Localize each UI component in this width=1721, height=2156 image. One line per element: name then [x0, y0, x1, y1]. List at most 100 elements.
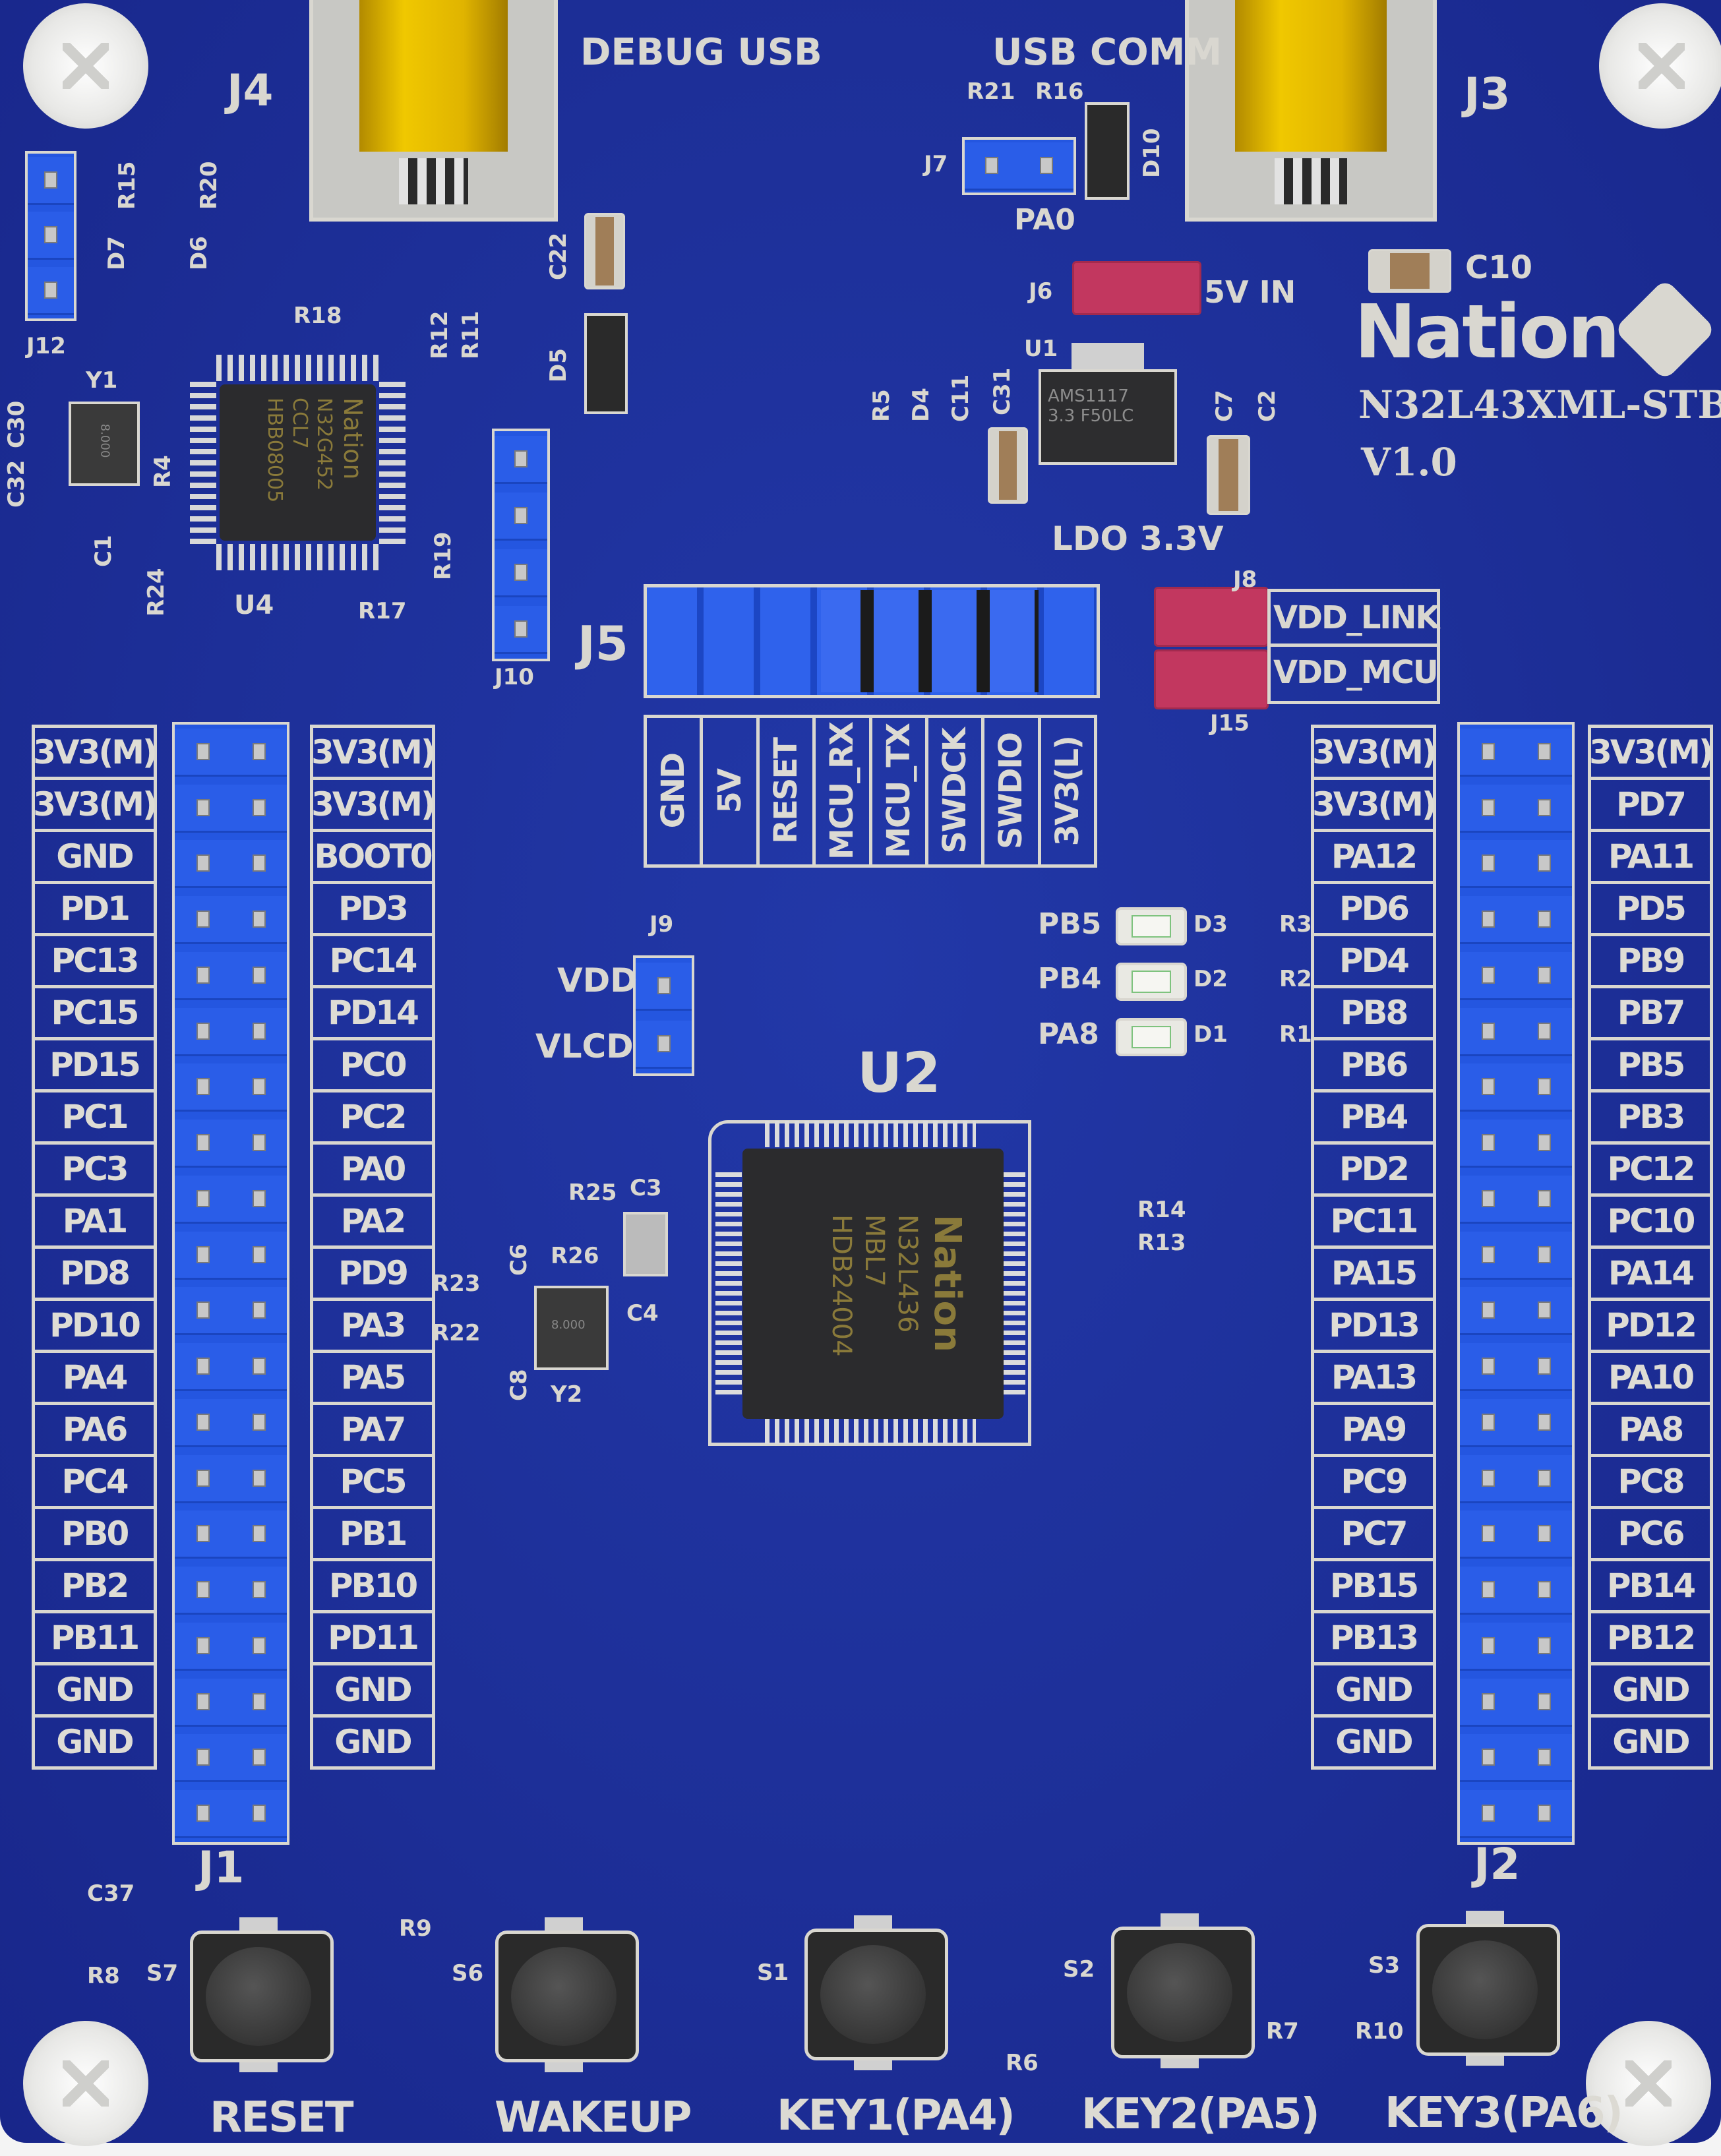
ref-R18: R18	[293, 303, 342, 329]
debug-usb-label: DEBUG USB	[580, 31, 822, 74]
pin-label: GND	[1612, 1723, 1690, 1761]
usb-comm-connector-j3[interactable]	[1185, 0, 1437, 222]
pin-label: PB9	[1591, 936, 1710, 988]
ref-R25: R25	[568, 1180, 617, 1206]
led-d3	[1116, 907, 1187, 945]
header-pin-row	[175, 1343, 287, 1392]
j15-vdd-mcu-jumper[interactable]	[1154, 649, 1269, 709]
key3-button[interactable]	[1416, 1904, 1560, 2069]
header-pin	[1481, 1134, 1495, 1152]
header-pin	[1481, 1022, 1495, 1040]
pin-label: PB6	[1314, 1040, 1433, 1093]
header-pin	[1481, 798, 1495, 816]
pin-label: PC12	[1591, 1145, 1710, 1197]
pin-label: PD2	[1314, 1145, 1433, 1197]
header-pin	[196, 1302, 210, 1319]
u4-line: HBB08005	[263, 398, 287, 503]
header-pin	[252, 1581, 266, 1599]
j6-5v-in-jumper[interactable]	[1072, 261, 1201, 315]
ref-S2: S2	[1063, 1956, 1095, 1983]
pin-label: PC5	[313, 1457, 432, 1509]
j5-label: J5	[578, 616, 628, 671]
pin-label: PA1	[35, 1197, 154, 1249]
j5-pin-labels: GND 5V RESET MCU_RX MCU_TX SWDCK SWDIO 3…	[644, 715, 1097, 868]
header-pin	[1481, 1525, 1495, 1543]
key1-button[interactable]	[804, 1909, 948, 2074]
j9-header[interactable]	[633, 955, 694, 1076]
j1-header[interactable]	[172, 722, 289, 1845]
ldo-tab	[1072, 343, 1144, 369]
header-pin	[196, 798, 210, 816]
pin-label: PA12	[1314, 832, 1433, 884]
header-pin	[1537, 1189, 1551, 1207]
reset-button[interactable]	[190, 1911, 334, 2076]
header-pin	[196, 1636, 210, 1654]
header-pin	[1481, 1581, 1495, 1599]
u2-brand: Nation	[926, 1214, 969, 1352]
crystal-y1: 8.000	[69, 402, 140, 486]
pin-label: PA2	[313, 1197, 432, 1249]
pin-label: PC14	[313, 936, 432, 988]
y2-label: Y2	[551, 1381, 583, 1408]
header-pin-row	[175, 1175, 287, 1224]
j12-header[interactable]	[25, 151, 76, 321]
header-pin	[252, 911, 266, 928]
pin-label: PB0	[35, 1509, 154, 1561]
pin-label: PB14	[1591, 1561, 1710, 1613]
j15-label: J15	[1210, 710, 1250, 736]
pin-label: PD5	[1591, 884, 1710, 936]
pin-label: 3V3(M)	[33, 780, 158, 832]
header-pin	[252, 1022, 266, 1040]
ref-S7: S7	[146, 1960, 179, 1987]
header-pin	[1537, 1469, 1551, 1487]
ref-C11: C11	[948, 374, 974, 422]
pin-label: PD13	[1314, 1301, 1433, 1353]
header-pin-row	[175, 840, 287, 889]
header-pin	[1481, 1469, 1495, 1487]
ref-R21: R21	[967, 78, 1015, 105]
debug-usb-connector-j4[interactable]	[309, 0, 558, 222]
header-pin	[44, 226, 57, 244]
led-pa8-label: PA8	[1038, 1017, 1099, 1051]
header-pin	[514, 564, 528, 582]
header-pin-row	[28, 212, 74, 260]
j2-header[interactable]	[1457, 722, 1575, 1845]
vdd-select-box: VDD_LINK VDD_MCU	[1267, 589, 1440, 704]
j10-header[interactable]	[492, 429, 550, 661]
header-pin	[196, 854, 210, 872]
header-pin	[252, 1749, 266, 1766]
j9-vdd-label: VDD	[557, 961, 638, 1000]
j7-jumper[interactable]	[962, 137, 1076, 195]
header-pin	[196, 1245, 210, 1263]
pin-label: 3V3(M)	[311, 780, 436, 832]
ref-D7: D7	[104, 236, 130, 270]
header-pin-row	[1460, 1287, 1572, 1336]
pin-label: PC15	[35, 988, 154, 1040]
header-pin-row	[1460, 951, 1572, 1000]
ref-R17: R17	[358, 598, 407, 624]
pin-label: 3V3(M)	[1589, 728, 1714, 780]
header-pin	[196, 1358, 210, 1375]
capacitor-c10	[1368, 249, 1451, 293]
header-pin	[44, 171, 57, 189]
pin-label: PA10	[1591, 1353, 1710, 1405]
header-pin	[1481, 966, 1495, 984]
key2-button[interactable]	[1111, 1907, 1255, 2072]
y1-label: Y1	[86, 367, 118, 394]
header-pin-row	[175, 1567, 287, 1615]
capacitor-c22	[584, 213, 625, 289]
j5-pin-label: SWDIO	[992, 733, 1030, 850]
wakeup-button[interactable]	[495, 1911, 639, 2076]
header-pin	[252, 1358, 266, 1375]
ref-D5: D5	[545, 348, 572, 382]
led-pb5-label: PB5	[1038, 907, 1102, 941]
j8-vdd-link-jumper[interactable]	[1154, 587, 1269, 647]
ref-C22: C22	[545, 232, 572, 280]
ref-C6: C6	[506, 1243, 532, 1276]
header-pin	[196, 1134, 210, 1152]
ref-R12: R12	[427, 311, 453, 360]
ref-C37: C37	[87, 1880, 135, 1907]
j5-pin-label: RESET	[767, 738, 804, 844]
nation-logo-icon	[1614, 278, 1716, 381]
pin-label: PD7	[1591, 780, 1710, 832]
